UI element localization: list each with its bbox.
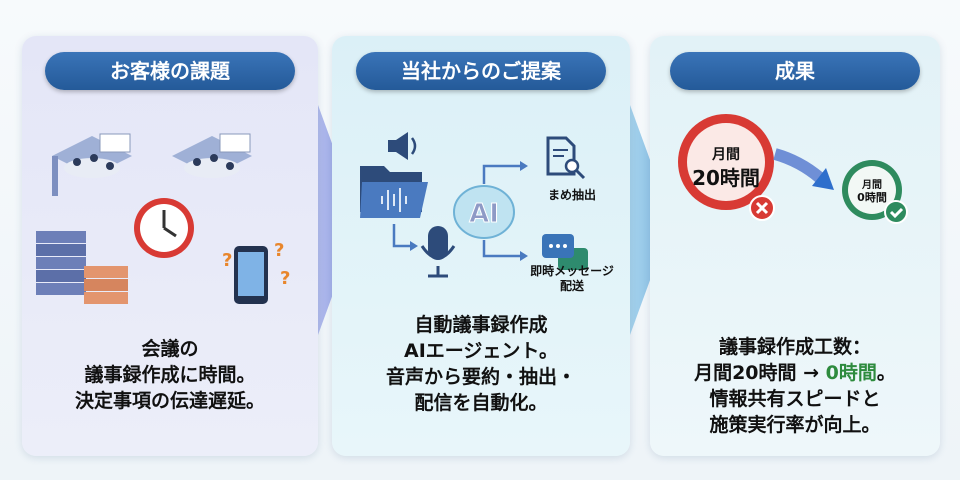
message-label-line: 即時メッセージ	[530, 264, 614, 278]
svg-text:?: ?	[222, 250, 232, 271]
clock-after-line1: 月間	[862, 180, 882, 191]
panel-customer-issues: お客様の課題 ??? 会議の 議事録作成に時間。 決定事項の伝達遅延。	[22, 36, 318, 456]
ai-label: AI	[469, 199, 499, 229]
panel-title: 当社からのご提案	[356, 52, 606, 90]
svg-text:?: ?	[274, 240, 284, 261]
meeting-illustration: ???	[36, 133, 290, 304]
svg-text:?: ?	[280, 268, 290, 289]
hours-before: 月間20時間 →	[694, 362, 826, 384]
clock-after-line2: 0時間	[857, 191, 887, 204]
clock-before-line2: 20時間	[692, 166, 760, 190]
description-line: 決定事項の伝達遅延。	[74, 390, 265, 412]
description-line: 音声から要約・抽出・	[385, 366, 576, 388]
panel-title: お客様の課題	[45, 52, 295, 90]
chat-bubbles-icon	[542, 234, 588, 270]
panel-title: 成果	[670, 52, 920, 90]
description-line: AIエージェント。	[403, 340, 558, 362]
panel-proposal: 当社からのご提案 AI まめ抽出 即時メッセージ 配送 自動議事録作成 AIエー…	[332, 36, 630, 456]
description-line: 自動議事録作成	[414, 314, 548, 336]
ai-brain-icon: AI	[453, 185, 515, 239]
transition-arrow	[812, 168, 834, 190]
smartphone-icon: ???	[222, 240, 290, 304]
description-line: 施策実行率が向上。	[709, 414, 881, 436]
ai-flow-illustration: AI	[360, 132, 588, 278]
description-line: 月間20時間 → 0時間。	[650, 360, 940, 386]
document-stack-icon	[36, 231, 128, 304]
meeting-room-icon	[52, 133, 132, 196]
panel-results: 成果 月間 20時間 月間 0時間 議事録作成工数： 月間20時間 → 0時間。…	[650, 36, 940, 456]
extract-label: まめ抽出	[547, 188, 596, 202]
description-line: 会議の	[141, 338, 199, 360]
check-badge-icon	[884, 200, 908, 224]
message-label: 即時メッセージ 配送	[520, 264, 624, 294]
red-clock-icon	[678, 114, 774, 210]
description-line: 議事録作成工数：	[718, 336, 871, 358]
description-line: 議事録作成に時間。	[84, 364, 256, 386]
x-badge-icon	[749, 195, 775, 221]
punctuation: 。	[876, 362, 896, 384]
document-search-icon	[546, 136, 586, 180]
speaker-icon	[388, 132, 417, 160]
hours-after: 0時間	[825, 362, 877, 384]
clock-icon	[134, 198, 194, 258]
clock-before-line1: 月間	[712, 147, 740, 163]
green-clock-icon	[842, 160, 902, 220]
microphone-icon	[420, 226, 456, 278]
clock-comparison	[678, 114, 908, 224]
description-line: 配信を自動化。	[414, 392, 548, 414]
meeting-room-icon	[172, 133, 252, 178]
message-label-line: 配送	[559, 279, 584, 293]
description-line: 情報共有スピードと	[709, 388, 881, 410]
audio-folder-icon	[360, 166, 428, 218]
